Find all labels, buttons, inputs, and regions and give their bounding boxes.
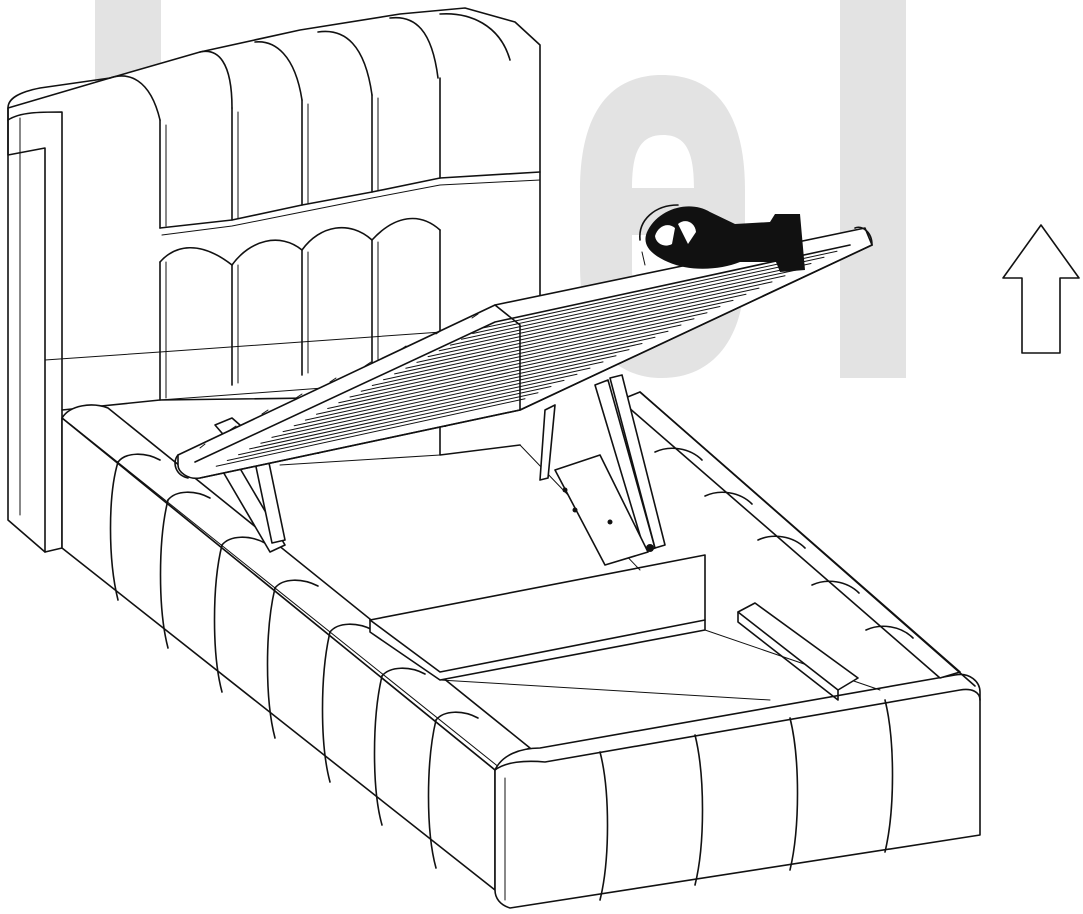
slat	[327, 336, 656, 409]
slat	[416, 287, 760, 363]
slatted-lift-platform	[174, 226, 873, 480]
slat	[226, 392, 539, 461]
slat	[215, 398, 526, 467]
slat	[394, 299, 734, 375]
slat	[360, 318, 695, 392]
slats	[215, 250, 838, 467]
slat	[304, 349, 630, 421]
bed-frame	[61, 371, 981, 909]
slat	[349, 324, 682, 398]
slat	[383, 306, 721, 381]
slat	[427, 281, 773, 358]
slat	[238, 386, 552, 456]
slat	[449, 269, 799, 346]
headboard	[7, 7, 541, 553]
slat	[271, 367, 591, 438]
slat	[293, 355, 617, 427]
slat	[316, 343, 643, 415]
arrow-up-icon	[1002, 224, 1080, 354]
slat	[405, 293, 747, 369]
slat	[461, 263, 812, 340]
slat	[371, 312, 708, 386]
slat	[282, 361, 604, 433]
hand-icon	[639, 204, 805, 272]
slat	[249, 379, 565, 450]
slat	[260, 373, 578, 444]
slat	[438, 275, 786, 352]
slat	[338, 330, 669, 404]
slat	[472, 256, 825, 334]
